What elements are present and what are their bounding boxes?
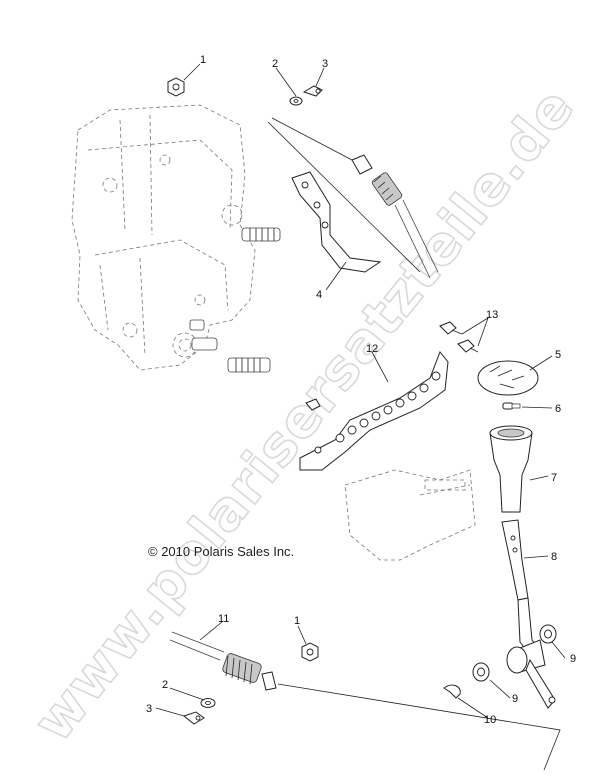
shift-knob-part-7 [489,425,533,513]
nut-part-1-top [167,77,185,97]
callout-13: 13 [486,309,498,321]
washer-part-2-top [289,96,303,106]
clip-part-10 [443,684,461,699]
callout-1-lower: 1 [294,615,300,627]
callout-11: 11 [218,613,229,625]
callout-9-lower: 9 [512,693,518,705]
knob-cap-part-5 [477,360,539,396]
callout-10: 10 [484,714,496,726]
callout-2-lower: 2 [162,679,168,691]
shift-cable-top [271,117,439,279]
callout-8: 8 [551,551,557,563]
callout-7: 7 [551,472,557,484]
callout-6: 6 [555,403,561,415]
washer-part-2-lower [200,698,216,708]
callouts: 1 2 3 4 13 12 5 6 7 8 11 1 9 2 9 3 10 [146,54,576,726]
copyright-text: © 2010 Polaris Sales Inc. [148,544,294,559]
screw-part-6 [502,402,521,410]
bolts-part-13 [305,321,479,411]
bushing-part-9-upper [539,624,557,644]
clip-part-3-top [302,85,323,97]
support-bracket-part-12 [299,351,449,471]
callout-3-top: 3 [322,58,328,70]
shift-lever-part-8 [501,519,556,709]
callout-3-lower: 3 [146,703,152,715]
bracket-part-4 [291,171,382,273]
clip-part-3-lower [182,711,205,725]
mounting-ghost [344,469,476,561]
leader-lines [155,63,566,719]
transmission-housing [71,104,281,373]
shift-cable-part-11 [169,631,561,771]
callout-12: 12 [366,343,378,355]
bushing-part-9-lower [472,662,490,682]
callout-9-upper: 9 [570,653,576,665]
callout-5: 5 [555,349,561,361]
callout-4: 4 [316,289,322,301]
callout-2-top: 2 [272,58,278,70]
callout-1-top: 1 [200,54,206,66]
nut-part-1-lower [301,642,319,662]
